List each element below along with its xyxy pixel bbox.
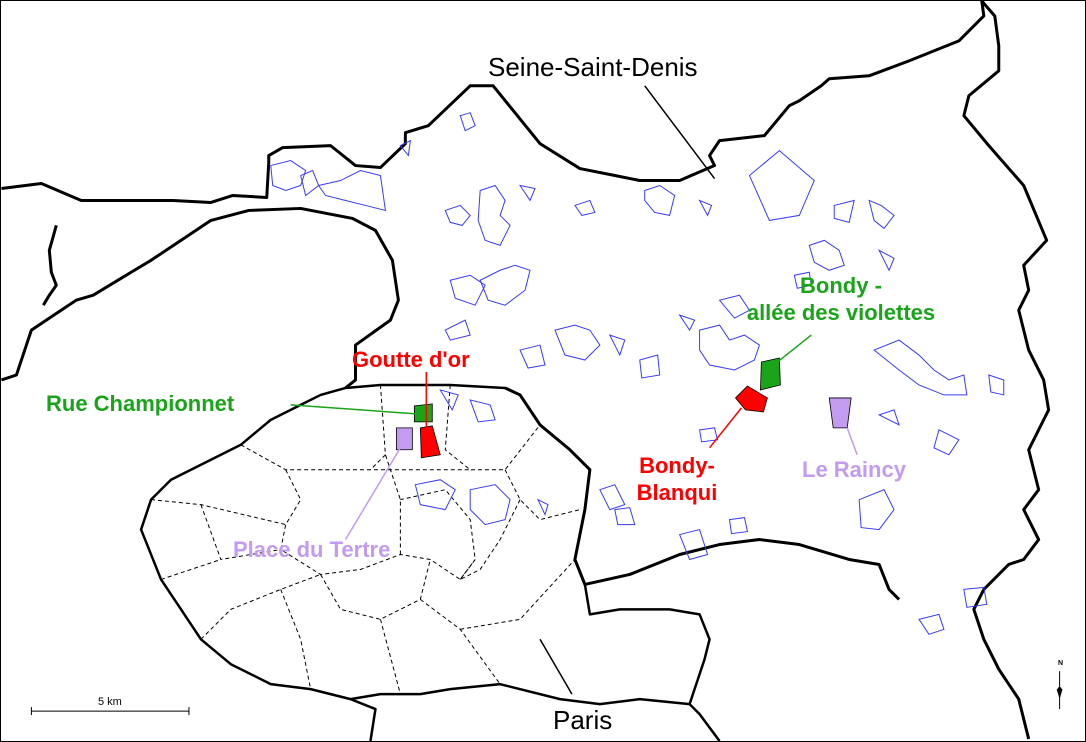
site-label-bondy-allee: Bondy - allée des violettes [716, 272, 966, 326]
leader-le-raincy [846, 427, 858, 456]
site-label-bondy-blanqui-line1: Bondy- [639, 453, 715, 478]
region-label-seine-saint-denis: Seine-Saint-Denis [488, 52, 698, 82]
site-label-goutte-dor: Goutte d'or [352, 347, 470, 372]
leader-bondy-blanqui [708, 407, 743, 449]
site-label-bondy-allee-line1: Bondy - [800, 273, 882, 298]
site-label-bondy-allee-line2: allée des violettes [746, 300, 936, 325]
leader-paris [539, 638, 573, 695]
seine-saint-denis-west-boundary [1, 206, 400, 390]
site-label-place-du-tertre: Place du Tertre [233, 537, 391, 562]
scale-bar-label: 5 km [98, 696, 122, 708]
leader-rue-championnet [290, 404, 417, 415]
seine-saint-denis-boundary [1, 1, 1051, 740]
region-label-paris: Paris [553, 705, 613, 735]
site-bondy-blanqui-marker [734, 385, 768, 413]
site-bondy-allee-marker [759, 357, 781, 391]
urban-patches [270, 112, 1005, 635]
west-enclave-boundary [42, 224, 58, 306]
leader-place-du-tertre [344, 447, 402, 540]
bois-boundary [350, 697, 721, 741]
paris-arrondissements [151, 384, 581, 695]
leader-bondy-allee [776, 334, 812, 363]
north-arrow-label: N [1058, 660, 1064, 667]
site-goutte-dor-marker [419, 425, 441, 459]
north-arrow-icon [1056, 671, 1063, 710]
site-le-raincy-marker [828, 397, 852, 429]
site-label-bondy-blanqui: Bondy- Blanqui [622, 452, 732, 506]
site-rue-championnet-marker [413, 403, 433, 423]
leader-seine-saint-denis [644, 85, 716, 179]
site-label-rue-championnet: Rue Championnet [46, 391, 235, 416]
paris-boundary [139, 383, 711, 706]
site-place-du-tertre-marker [395, 427, 413, 451]
site-label-bondy-blanqui-line2: Blanqui [636, 480, 718, 505]
scale-bar [30, 707, 190, 716]
site-label-le-raincy: Le Raincy [802, 457, 906, 482]
